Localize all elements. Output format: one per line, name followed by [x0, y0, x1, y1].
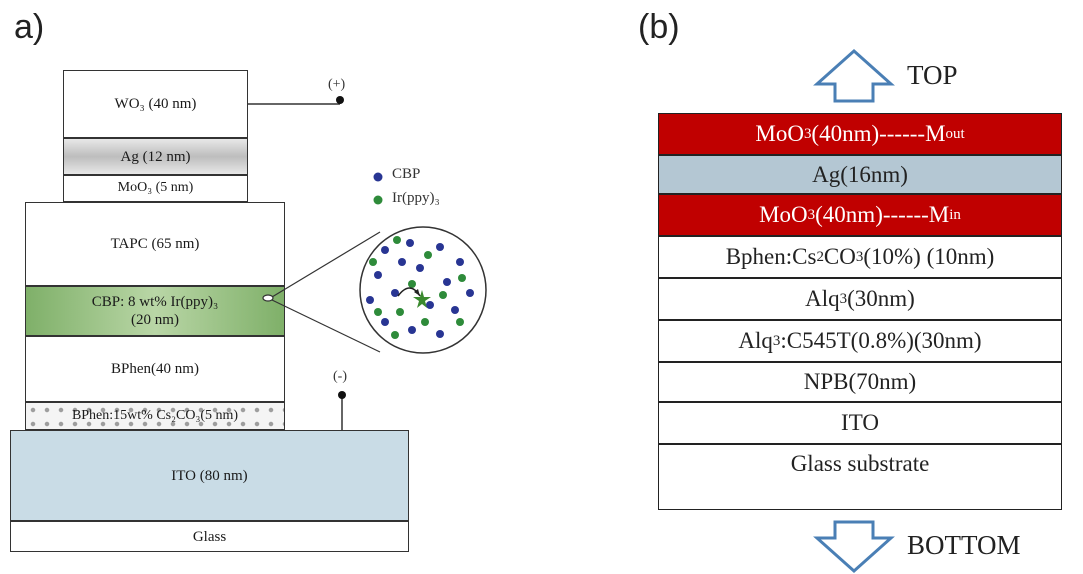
top-label: TOP [907, 60, 958, 90]
alq3-b-sub: 3 [839, 290, 848, 307]
layer-tapc: TAPC (65 nm) [25, 202, 285, 286]
magnified-emission-layer [359, 226, 487, 354]
bphen-b-text-a: Bphen:Cs [725, 244, 817, 269]
ag-b-text: Ag(16nm) [812, 161, 908, 187]
top-arrow-icon [813, 48, 895, 103]
moo3-in-suffix: in [949, 206, 961, 223]
layer-ito-label: ITO (80 nm) [171, 467, 248, 484]
bphen-b-sub2: 3 [855, 248, 864, 265]
alqc-b-sub: 3 [772, 332, 781, 349]
moo3-out-rest: (40nm)------M [811, 121, 946, 146]
layer-glass-label: Glass [192, 528, 227, 545]
layer-bphen: BPhen(40 nm) [25, 336, 285, 402]
bphen-b-sub1: 2 [816, 248, 824, 265]
alqc-b-text-a: Alq [738, 328, 773, 353]
legend-irppy-label: Ir(ppy)₃ [392, 190, 440, 206]
layer-ito-b: ITO [658, 402, 1062, 444]
ito-b-text: ITO [841, 410, 879, 435]
layer-ag: Ag (12 nm) [63, 138, 248, 175]
bottom-label: BOTTOM [907, 530, 1021, 560]
panel-a-label: a) [14, 8, 45, 46]
panel-b-label: (b) [638, 8, 680, 46]
emission-star-icon [413, 290, 431, 308]
layer-cbp: CBP: 8 wt% Ir(ppy)₃ (20 nm) [25, 286, 285, 336]
layer-tapc-label: TAPC (65 nm) [110, 236, 200, 252]
layer-bphen-cs-label: BPhen:15wt% Cs₂CO₃(5 nm) [71, 407, 239, 423]
anode-terminal [336, 96, 344, 104]
layer-glass: Glass [10, 521, 409, 552]
layer-bphen-cs: BPhen:15wt% Cs₂CO₃(5 nm) [25, 402, 285, 430]
moo3-in-sub: 3 [807, 206, 816, 223]
alq3-b-text-b: (30nm) [847, 286, 915, 311]
layer-ito: ITO (80 nm) [10, 430, 409, 521]
irppy-molecules [369, 236, 466, 339]
bphen-b-text-b: CO [823, 244, 856, 269]
bottom-arrow-icon [813, 520, 895, 574]
layer-moo3: MoO₃ (5 nm) [63, 175, 248, 202]
npb-b-text: NPB(70nm) [803, 369, 917, 394]
layer-cbp-label-1: CBP: 8 wt% Ir(ppy)₃ [91, 294, 219, 310]
layer-ag-label: Ag (12 nm) [120, 148, 191, 165]
legend-cbp-label: CBP [392, 166, 421, 182]
moo3-out-sub: 3 [803, 125, 812, 142]
cathode-terminal [338, 391, 346, 399]
legend-irppy-dot [373, 195, 383, 205]
bphen-b-text-c: (10%) (10nm) [863, 244, 995, 269]
layer-glass-b: Glass substrate [658, 444, 1062, 510]
layer-cbp-label-2: (20 nm) [131, 312, 179, 328]
layer-npb-b: NPB(70nm) [658, 362, 1062, 402]
moo3-in-rest: (40nm)------M [815, 202, 950, 227]
layer-wo3: WO₃ (40 nm) [63, 70, 248, 138]
moo3-out-suffix: out [945, 125, 965, 142]
moo3-out-text: MoO [755, 121, 804, 146]
alq3-b-text-a: Alq [805, 286, 840, 311]
cathode-label: (-) [333, 369, 347, 384]
alqc-b-text-b: :C545T(0.8%)(30nm) [780, 328, 982, 353]
glass-b-text: Glass substrate [790, 451, 930, 476]
legend-cbp-dot [373, 172, 383, 182]
layer-bphen-label: BPhen(40 nm) [111, 361, 199, 377]
cbp-molecules [366, 239, 474, 338]
layer-moo3-label: MoO₃ (5 nm) [117, 180, 194, 196]
zoom-line-bottom [271, 299, 381, 353]
zoom-line-top [271, 231, 381, 298]
layer-ag-b: Ag(16nm) [658, 155, 1062, 194]
layer-wo3-label: WO₃ (40 nm) [114, 96, 197, 112]
anode-label: (+) [328, 77, 346, 92]
moo3-in-text: MoO [759, 202, 808, 227]
